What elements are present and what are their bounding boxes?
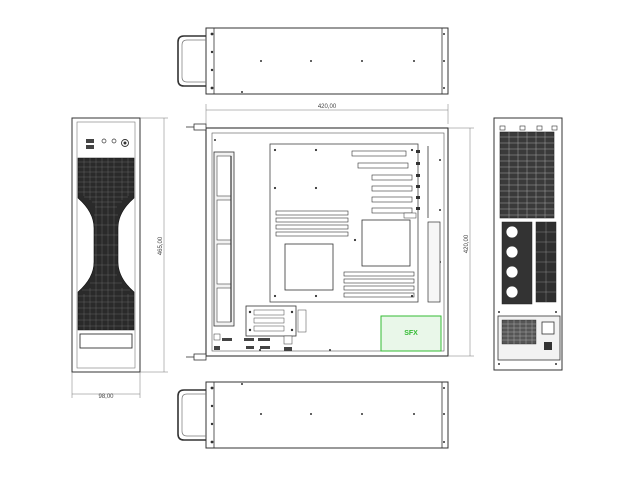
cpu-socket xyxy=(361,219,411,267)
rear-slot-brackets xyxy=(416,150,420,210)
top-view xyxy=(177,27,449,95)
front-height-dimension: 465,00 xyxy=(140,117,168,373)
front-width-dimension: 98,00 xyxy=(71,372,141,400)
bottom-view-outline xyxy=(205,381,449,449)
front-fan-column xyxy=(213,151,235,327)
rear-fan-vents xyxy=(501,221,533,305)
sfx-psu-box xyxy=(380,315,442,352)
memory-slots-lower xyxy=(343,271,415,298)
memory-slots xyxy=(275,210,349,237)
bottom-handle-inner xyxy=(181,393,206,437)
front-usb-ports xyxy=(86,139,94,149)
front-led-icon xyxy=(111,138,117,144)
power-socket-icon xyxy=(541,321,555,335)
chassis-internal-view: SFX xyxy=(186,123,449,361)
front-vent-grille xyxy=(77,157,135,331)
sfx-psu-label: SFX xyxy=(404,330,418,337)
side-bracket-rail xyxy=(427,221,441,303)
cpu-socket xyxy=(284,243,334,291)
rear-vent-slots xyxy=(500,132,554,218)
top-view-screws xyxy=(210,32,445,93)
front-height-label: 465,00 xyxy=(158,236,164,255)
small-chip xyxy=(403,212,417,219)
top-handle xyxy=(177,35,206,87)
depth-dimension: 420,00 xyxy=(448,127,474,357)
front-width-label: 98,00 xyxy=(98,394,114,400)
power-button-core xyxy=(123,141,127,145)
bottom-view xyxy=(177,381,449,449)
rear-psu-vent-grid xyxy=(502,320,536,344)
rear-io-mesh xyxy=(536,222,556,302)
front-io-connectors xyxy=(213,333,293,351)
rear-panel-screws xyxy=(498,311,557,365)
front-panel-inner xyxy=(76,121,136,369)
front-led-icon xyxy=(101,138,107,144)
rear-fan-icon xyxy=(505,225,519,239)
bottom-view-screws xyxy=(210,383,445,444)
front-view xyxy=(71,117,141,373)
bottom-handle xyxy=(177,389,206,441)
power-switch-icon xyxy=(544,342,552,350)
rack-ear-left xyxy=(193,353,207,361)
overall-width-dimension: 420,00 xyxy=(205,104,449,124)
top-view-outline xyxy=(205,27,449,95)
rear-fan-icon xyxy=(505,245,519,259)
rear-view xyxy=(493,117,563,371)
depth-label: 420,00 xyxy=(464,234,470,253)
rear-fan-icon xyxy=(505,285,519,299)
drive-cage xyxy=(245,305,307,337)
overall-width-label: 420,00 xyxy=(318,104,337,110)
rear-fan-icon xyxy=(505,265,519,279)
rack-ear-left xyxy=(193,123,207,131)
chassis-inner-wall xyxy=(211,132,445,352)
front-bay-slot xyxy=(79,333,133,349)
expansion-slots xyxy=(351,150,413,214)
front-vent-mesh xyxy=(78,158,134,330)
rear-top-tabs xyxy=(499,125,558,131)
top-handle-inner xyxy=(181,39,206,83)
